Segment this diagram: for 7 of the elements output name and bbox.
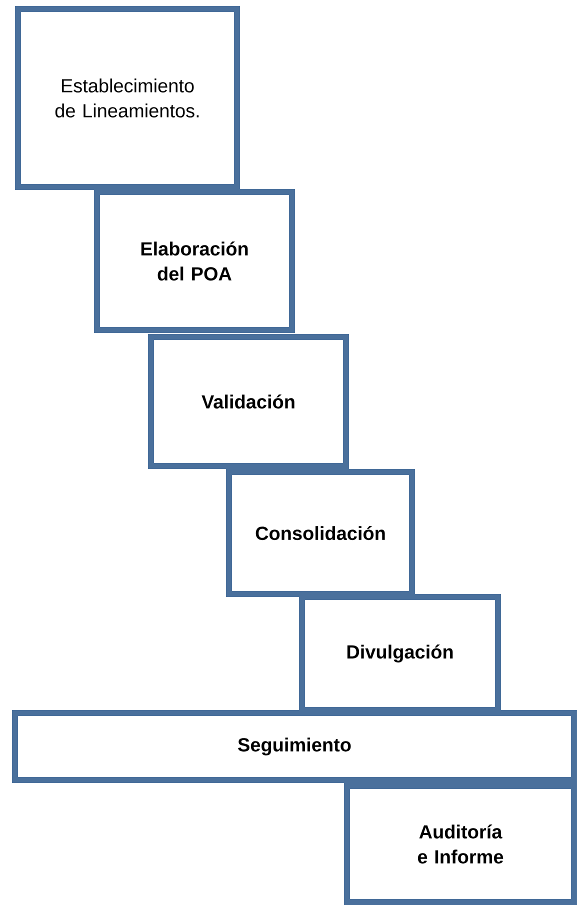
process-box: Elaboración del POA [94,189,295,333]
process-box: Seguimiento [12,710,577,783]
process-box: Consolidación [226,469,415,597]
process-box: Establecimiento de Lineamientos. [15,6,240,190]
process-box: Auditoría e Informe [344,783,577,905]
process-box: Divulgación [299,594,501,713]
process-box: Validación [148,334,349,469]
